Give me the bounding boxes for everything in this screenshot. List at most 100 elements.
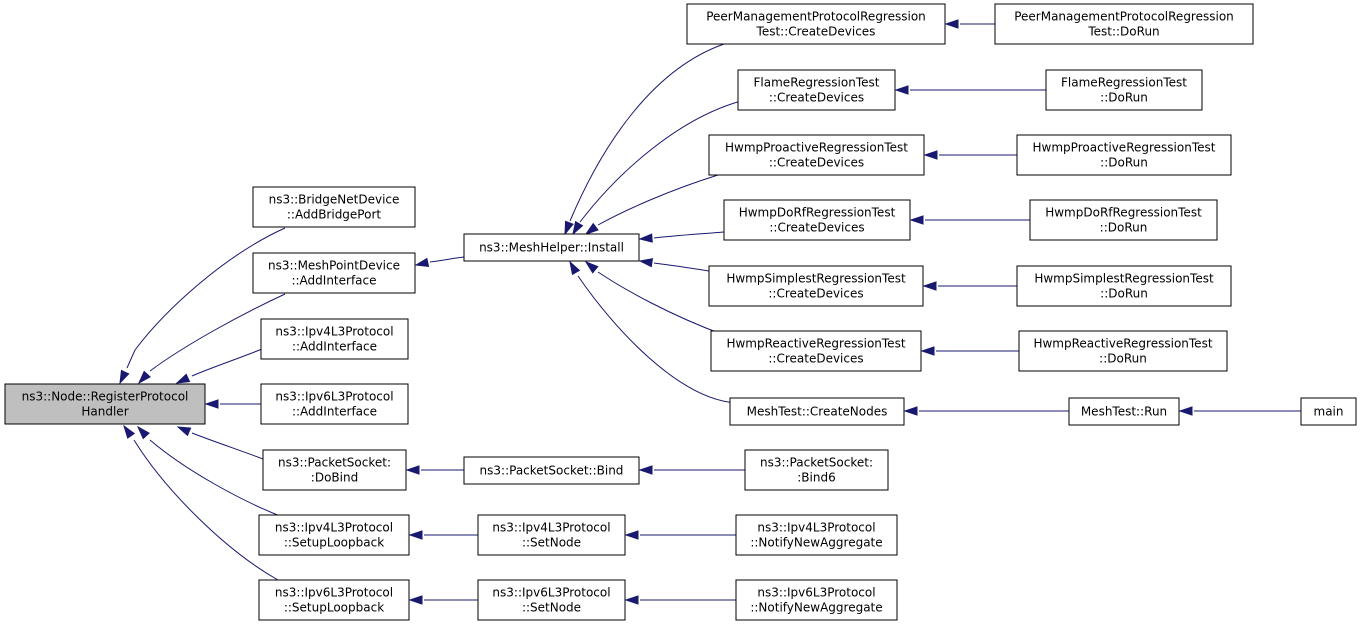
node-label-line: ::DoRun [1099, 352, 1147, 366]
node-pktbind[interactable]: ns3::PacketSocket::Bind [463, 456, 640, 485]
edge-pktdobind-to-root [176, 426, 264, 460]
edge-arrowhead [638, 465, 653, 475]
node-peercreate[interactable]: PeerManagementProtocolRegressionTest::Cr… [686, 3, 946, 45]
edge-ipv6add-to-root [204, 399, 261, 409]
node-ipv4setnode[interactable]: ns3::Ipv4L3Protocol::SetNode [477, 514, 626, 556]
node-box [737, 69, 896, 111]
node-box [477, 514, 626, 556]
node-box [4, 383, 206, 425]
node-box [686, 3, 946, 45]
edge-line [653, 231, 725, 239]
node-proactivecreate[interactable]: HwmpProactiveRegressionTest::CreateDevic… [708, 134, 925, 176]
node-box [708, 265, 924, 307]
node-label-line: Test::DoRun [1087, 25, 1159, 39]
edge-bridge-to-root [119, 227, 286, 385]
node-simplestcreate[interactable]: HwmpSimplestRegressionTest::CreateDevice… [708, 265, 924, 307]
edge-line [577, 275, 738, 404]
node-flamecreate[interactable]: FlameRegressionTest::CreateDevices [737, 69, 896, 111]
node-label-line: ns3::Ipv6L3Protocol [492, 586, 610, 600]
node-ipv6loop[interactable]: ns3::Ipv6L3Protocol::SetupLoopback [258, 579, 410, 621]
edge-line [579, 100, 742, 223]
node-ipv6add[interactable]: ns3::Ipv6L3Protocol::AddInterface [260, 383, 409, 425]
edge-peerdorun-to-peercreate [944, 19, 995, 29]
edge-arrowhead [176, 426, 192, 437]
node-ipv4loop[interactable]: ns3::Ipv4L3Protocol::SetupLoopback [258, 514, 410, 556]
node-box [708, 134, 925, 176]
edge-arrowhead [624, 595, 639, 605]
edge-flamecreate-to-meshhelper [572, 100, 742, 236]
node-label-line: ::SetNode [522, 601, 581, 615]
node-box [1016, 134, 1232, 176]
node-label-line: ::DoRun [1100, 91, 1148, 105]
edge-arrowhead [894, 85, 909, 95]
edge-arrowhead [137, 370, 151, 385]
node-ipv4add[interactable]: ns3::Ipv4L3Protocol::AddInterface [260, 318, 409, 360]
edge-arrowhead [569, 260, 581, 276]
node-label-line: ::AddInterface [292, 340, 377, 354]
node-ipv4notify[interactable]: ns3::Ipv4L3Protocol::NotifyNewAggregate [735, 514, 898, 556]
node-ipv6setnode[interactable]: ns3::Ipv6L3Protocol::SetNode [477, 579, 626, 621]
node-meshcreatenodes[interactable]: MeshTest::CreateNodes [729, 397, 905, 426]
edge-ipv4notify-to-ipv4setnode [624, 530, 736, 540]
edge-line [191, 348, 263, 377]
node-meshhelper[interactable]: ns3::MeshHelper::Install [463, 233, 640, 262]
edge-meshhelper-to-meshpoint [414, 256, 465, 267]
node-bridge[interactable]: ns3::BridgeNetDevice::AddBridgePort [252, 186, 416, 228]
edge-arrowhead [119, 369, 130, 385]
edge-arrowhead [414, 257, 430, 267]
node-pktbind6[interactable]: ns3::PacketSocket::Bind6 [744, 449, 889, 491]
node-label-line: ::DoRun [1100, 221, 1148, 235]
node-label-line: HwmpSimplestRegressionTest [1034, 272, 1214, 286]
node-box [1045, 69, 1203, 111]
edge-arrowhead [944, 19, 959, 29]
node-flamedorun[interactable]: FlameRegressionTest::DoRun [1045, 69, 1203, 111]
node-box [252, 186, 416, 228]
node-label-line: ::DoRun [1100, 287, 1148, 301]
node-box [994, 3, 1254, 45]
node-box [735, 579, 898, 621]
edge-arrowhead [204, 399, 219, 409]
node-meshrun[interactable]: MeshTest::Run [1068, 397, 1180, 426]
node-label-line: Handler [81, 405, 128, 419]
node-label-line: ::CreateDevices [769, 156, 864, 170]
node-label-line: ::SetupLoopback [284, 601, 384, 615]
edge-line [133, 439, 279, 581]
edge-simplestdorun-to-simplestcreate [922, 281, 1017, 291]
node-label-line: ns3::MeshHelper::Install [479, 241, 624, 255]
node-label-line: ns3::Ipv4L3Protocol [275, 325, 393, 339]
node-meshpoint[interactable]: ns3::MeshPointDevice::AddInterface [252, 252, 416, 294]
node-box [252, 252, 416, 294]
edge-proactivecreate-to-meshhelper [584, 174, 719, 235]
edge-ipv6setnode-to-ipv6loop [408, 595, 478, 605]
node-reactivedorun[interactable]: HwmpReactiveRegressionTest::DoRun [1018, 330, 1228, 372]
node-peerdorun[interactable]: PeerManagementProtocolRegressionTest::Do… [994, 3, 1254, 45]
edge-ipv6loop-to-root [123, 424, 279, 581]
node-pktdobind[interactable]: ns3::PacketSocket::DoBind [262, 449, 407, 491]
node-ipv6notify[interactable]: ns3::Ipv6L3Protocol::NotifyNewAggregate [735, 579, 898, 621]
edge-line [149, 439, 281, 517]
edge-line [429, 256, 465, 263]
node-box [463, 456, 640, 485]
node-box [710, 330, 922, 372]
edge-ipv6notify-to-ipv6setnode [624, 595, 736, 605]
node-box [729, 397, 905, 426]
node-label-line: :DoBind [311, 471, 358, 485]
node-dorfdorun[interactable]: HwmpDoRfRegressionTest::DoRun [1029, 199, 1218, 241]
node-label-line: ::SetupLoopback [284, 536, 384, 550]
edge-arrowhead [923, 150, 938, 160]
node-reactivecreate[interactable]: HwmpReactiveRegressionTest::CreateDevice… [710, 330, 922, 372]
node-proactivedorun[interactable]: HwmpProactiveRegressionTest::DoRun [1016, 134, 1232, 176]
node-main[interactable]: main [1300, 397, 1357, 426]
node-label-line: ::AddBridgePort [287, 208, 382, 222]
edge-line [597, 271, 725, 336]
node-label-line: PeerManagementProtocolRegression [706, 10, 926, 24]
node-label-line: ::AddInterface [292, 405, 377, 419]
edge-meshrun-to-meshcreatenodes [903, 406, 1069, 416]
node-box [1018, 330, 1228, 372]
node-box [1029, 199, 1218, 241]
node-label-line: ::SetNode [522, 536, 581, 550]
edge-line [653, 262, 710, 272]
node-simplestdorun[interactable]: HwmpSimplestRegressionTest::DoRun [1016, 265, 1232, 307]
node-dorfcreate[interactable]: HwmpDoRfRegressionTest::CreateDevices [723, 199, 911, 241]
